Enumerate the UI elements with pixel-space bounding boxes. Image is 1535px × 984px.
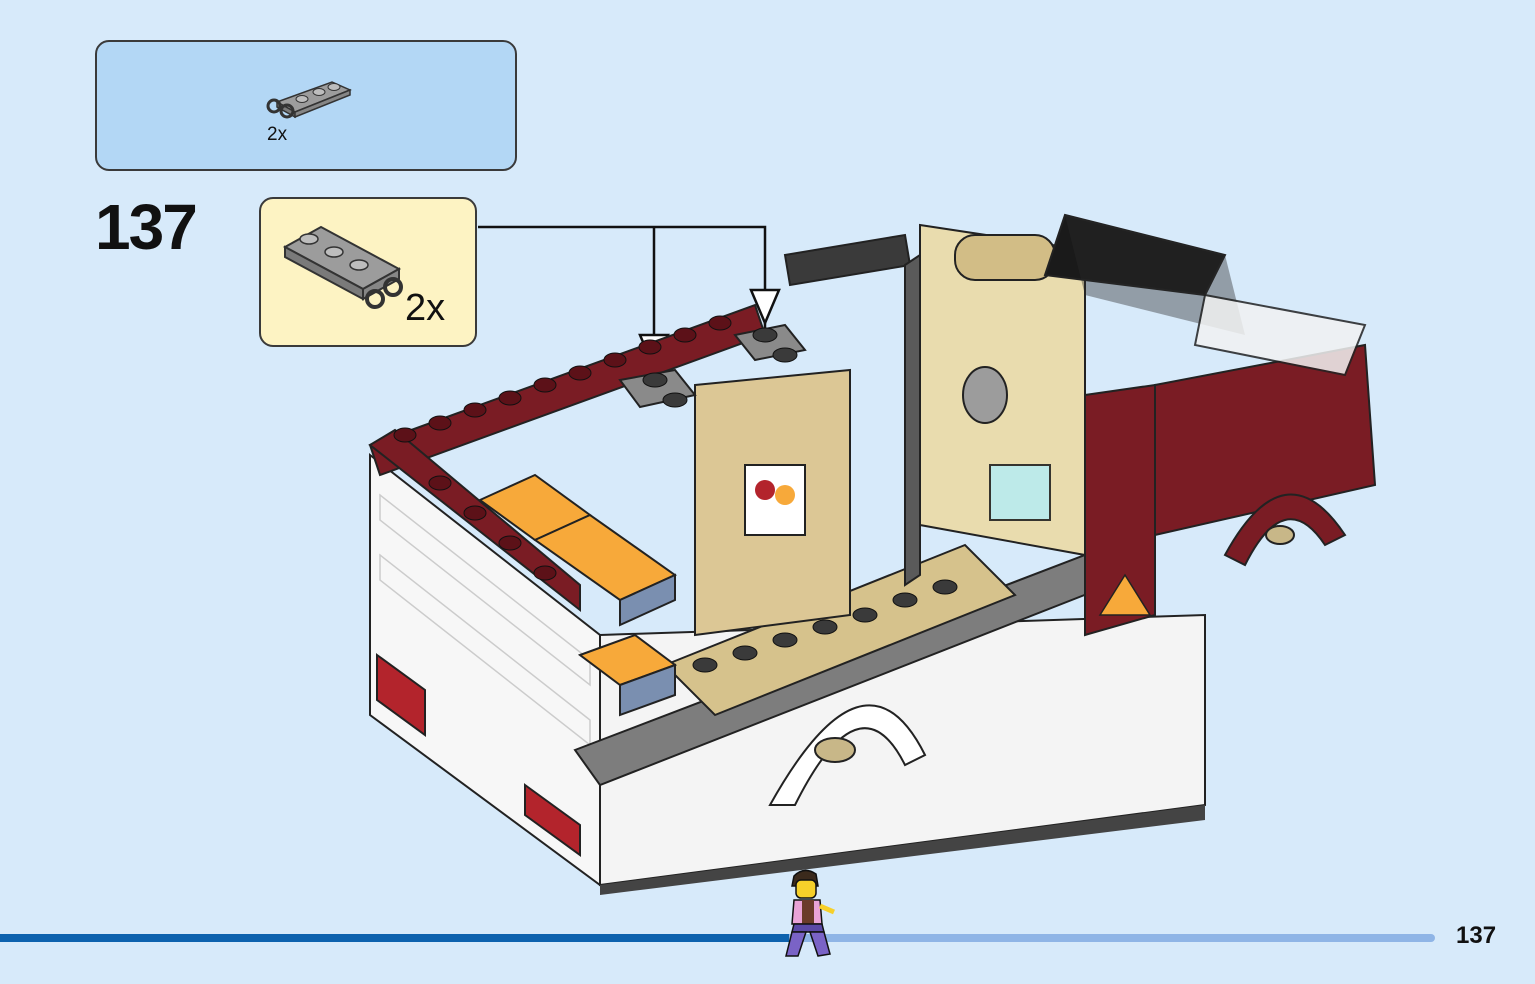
- sub-assembly-quantity: 2x: [267, 124, 288, 145]
- minifigure-progress-icon: [785, 869, 835, 957]
- plate-with-clip-icon: [266, 81, 352, 119]
- progress-bar-completed: [0, 934, 789, 942]
- parts-callout: 2x: [259, 197, 477, 347]
- page-number: 137: [1456, 922, 1497, 949]
- plate-with-clip-icon: [282, 225, 403, 309]
- parts-quantity: 2x: [405, 287, 446, 329]
- sub-assembly-callout: 2x: [95, 40, 517, 171]
- camper-van-model-illustration: [368, 213, 1377, 895]
- step-number: 137: [95, 191, 198, 263]
- progress-bar-remaining: [789, 934, 1435, 942]
